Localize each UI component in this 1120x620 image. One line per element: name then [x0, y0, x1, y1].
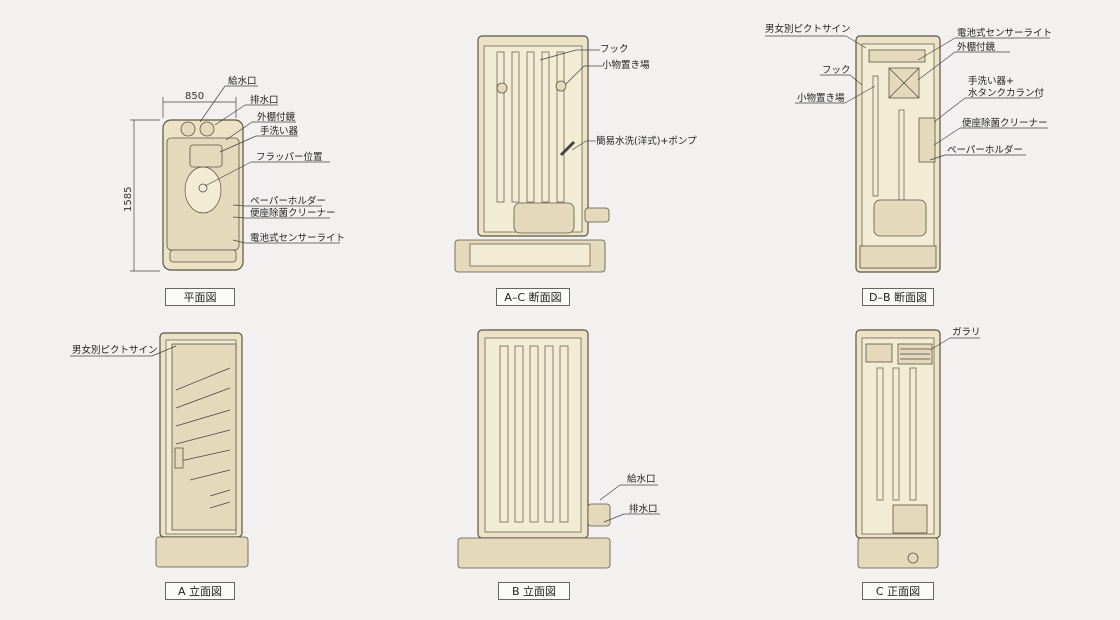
caption-db-section: D–B 断面図 [862, 288, 934, 306]
plan-view: 850 1585 給水口 排水口 外棚付鏡 手洗い器 フラッパー位置 ペーパーホ… [123, 75, 345, 272]
db-label-sensor-light: 電池式センサーライト [957, 27, 1052, 39]
b-label-drain: 排水口 [629, 503, 658, 515]
db-label-shelf: 小物置き場 [797, 92, 845, 104]
a-label-pict-sign: 男女別ピクトサイン [72, 344, 158, 356]
ac-label-flush: 簡易水洗(洋式)+ポンプ [596, 135, 697, 147]
caption-a-elevation: A 立面図 [165, 582, 235, 600]
caption-b-elevation: B 立面図 [498, 582, 570, 600]
caption-plan: 平面図 [165, 288, 235, 306]
plan-label-hand-basin: 手洗い器 [260, 125, 299, 137]
caption-c-front: C 正面図 [862, 582, 934, 600]
c-front-view: ガラリ [855, 327, 981, 569]
plan-label-drain: 排水口 [250, 94, 279, 106]
db-label-pict-sign: 男女別ピクトサイン [765, 23, 851, 35]
plan-height-dim: 1585 [123, 187, 134, 212]
plan-label-flapper: フラッパー位置 [256, 151, 323, 163]
plan-label-paper-holder: ペーパーホルダー [250, 195, 326, 207]
plan-label-water-inlet: 給水口 [228, 75, 257, 87]
plan-label-seat-cleaner: 便座除菌クリーナー [250, 207, 336, 219]
c-label-louver: ガラリ [952, 327, 981, 338]
db-label-water-tank: 水タンクカラン付 [968, 87, 1045, 99]
b-elevation-view: 給水口 排水口 [457, 329, 660, 569]
db-label-paper-holder: ペーパーホルダー [947, 144, 1023, 156]
plan-label-sensor-light: 電池式センサーライト [250, 232, 345, 244]
db-label-seat-cleaner: 便座除菌クリーナー [962, 117, 1048, 129]
ac-section-view: フック 小物置き場 簡易水洗(洋式)+ポンプ [454, 35, 697, 273]
ac-label-shelf: 小物置き場 [602, 59, 650, 71]
db-label-hand-basin: 手洗い器+ [968, 75, 1014, 87]
ac-label-hook: フック [600, 44, 629, 55]
b-label-water-inlet: 給水口 [627, 473, 656, 485]
db-label-hook: フック [822, 65, 851, 76]
caption-ac-section: A–C 断面図 [496, 288, 570, 306]
db-label-mirror: 外棚付鏡 [957, 41, 996, 53]
db-section-view: 男女別ピクトサイン 電池式センサーライト 外棚付鏡 フック 小物置き場 手洗い器… [765, 23, 1052, 273]
a-elevation-view: 男女別ピクトサイン [70, 332, 249, 568]
plan-label-mirror: 外棚付鏡 [257, 111, 296, 123]
plan-width-dim: 850 [185, 91, 204, 102]
